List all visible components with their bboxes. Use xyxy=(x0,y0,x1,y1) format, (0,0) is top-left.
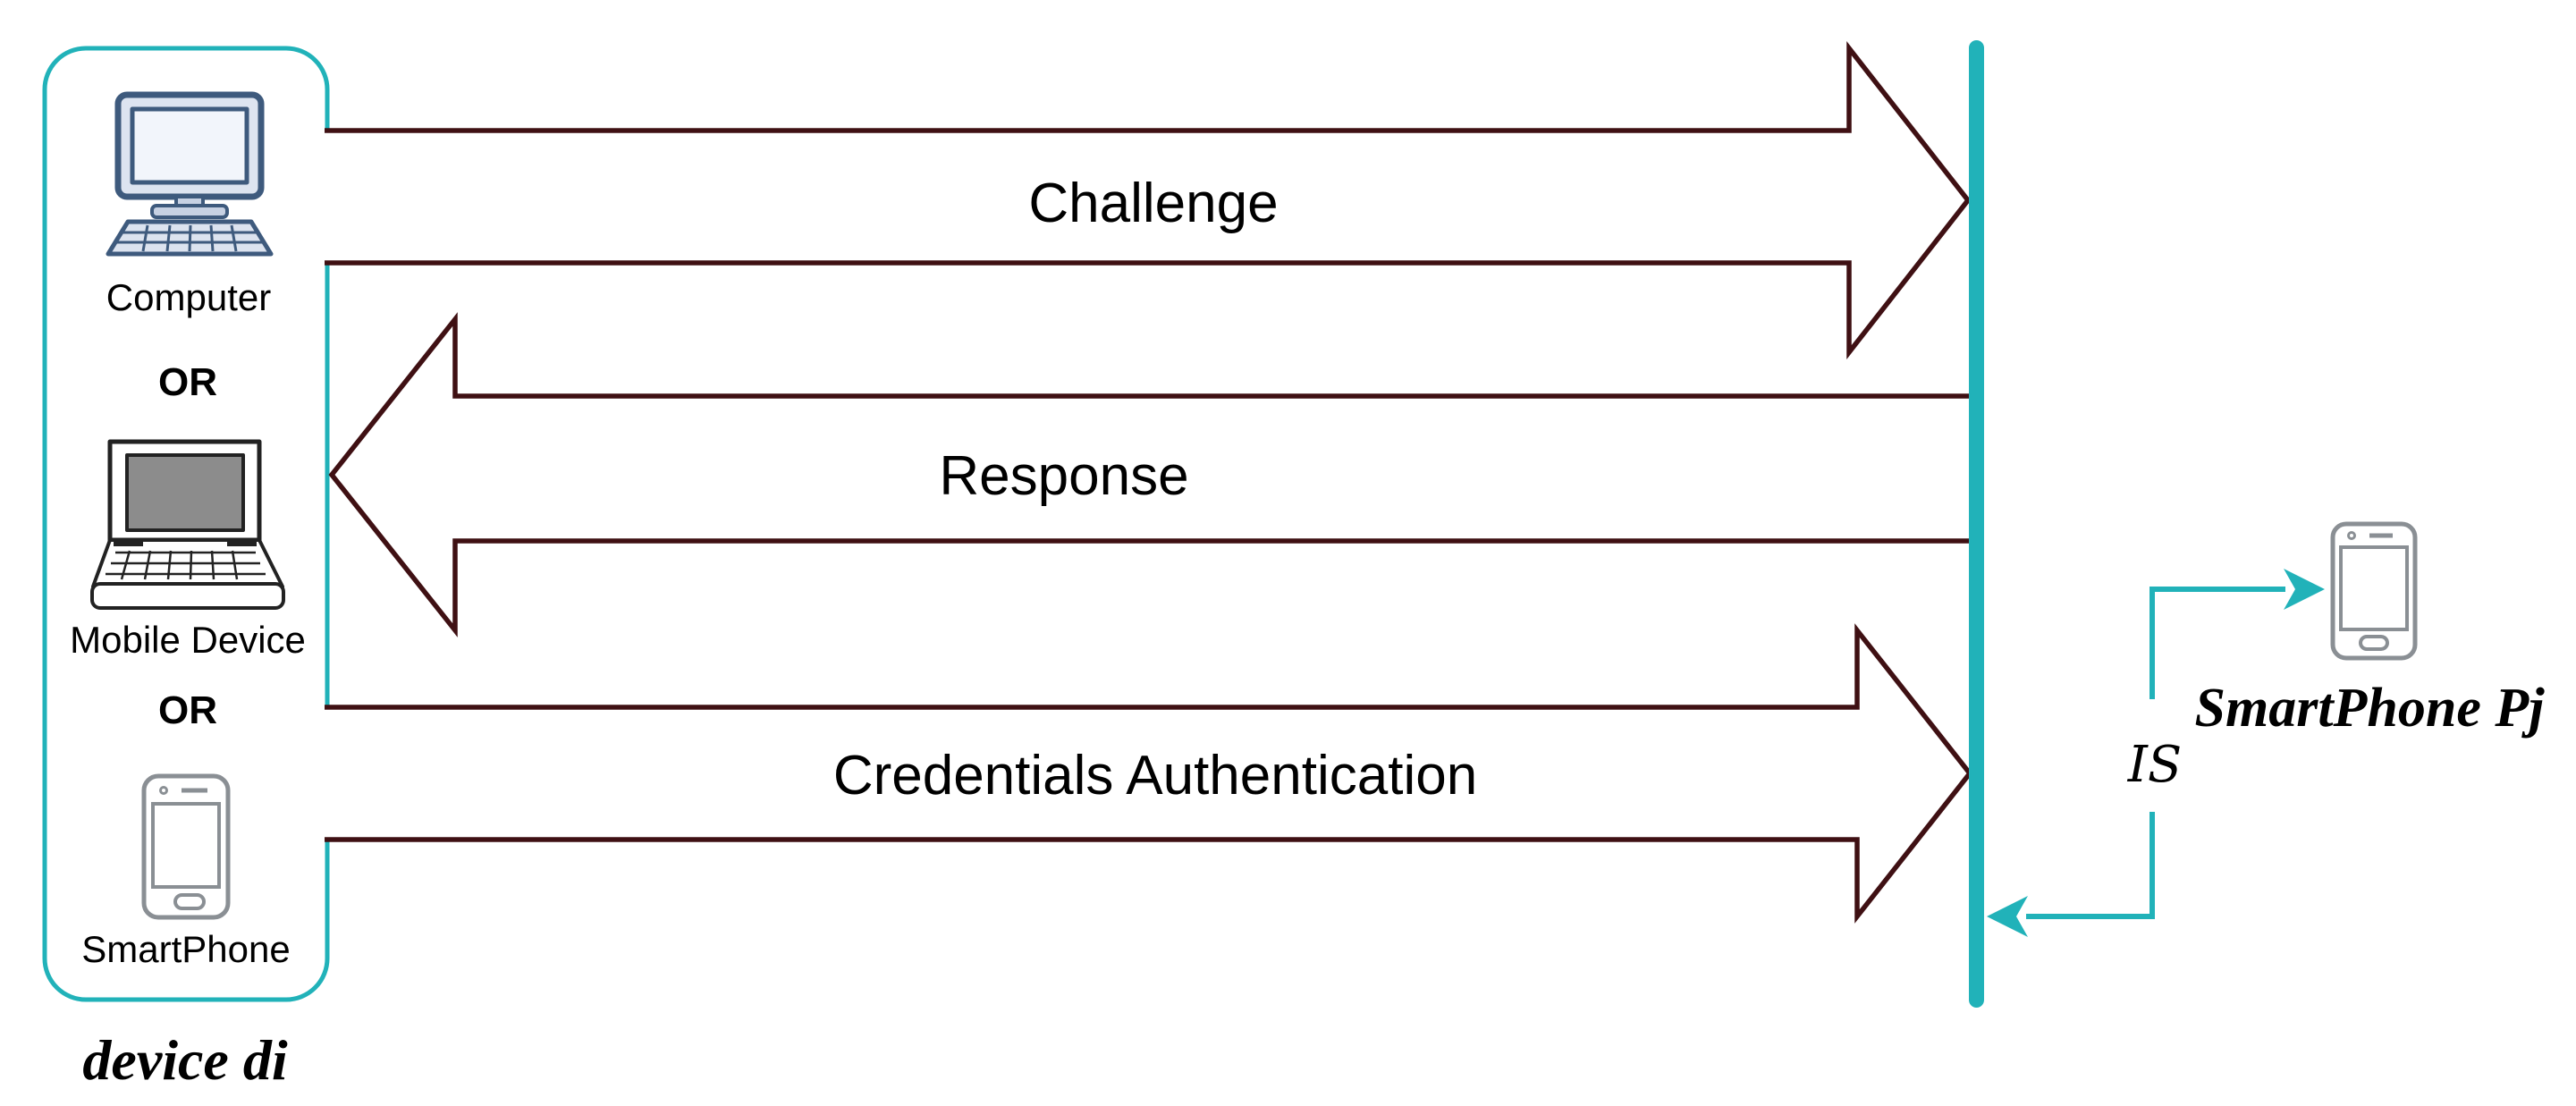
identity-server-bar xyxy=(1969,40,1984,1008)
mobile-device-label: Mobile Device xyxy=(70,619,306,661)
desktop-computer-icon xyxy=(106,91,274,257)
arrowhead-right-icon xyxy=(2284,569,2325,610)
credentials-authentication-arrow-label: Credentials Authentication xyxy=(832,745,1478,806)
arrowhead-left-icon xyxy=(1987,896,2028,937)
is-to-smartphone-connector xyxy=(1987,569,2325,937)
smartphone-pj-label: SmartPhone Pj xyxy=(2194,678,2545,739)
challenge-arrow-label: Challenge xyxy=(1028,173,1279,234)
device-group-caption: device di xyxy=(82,1028,288,1092)
laptop-icon xyxy=(90,439,285,610)
response-arrow-label: Response xyxy=(939,445,1189,507)
smartphone-pj-icon xyxy=(2330,521,2418,661)
connector-lower-elbow xyxy=(2026,812,2155,919)
response-arrow xyxy=(328,312,1969,637)
or-separator-2: OR xyxy=(158,688,217,732)
challenge-arrow xyxy=(325,41,1972,359)
computer-label: Computer xyxy=(106,276,272,318)
smartphone-icon xyxy=(141,773,231,920)
connector-upper-elbow xyxy=(2149,587,2285,699)
smartphone-label: SmartPhone xyxy=(81,928,291,970)
or-separator-1: OR xyxy=(158,360,217,404)
identity-server-label: IS xyxy=(2127,736,2183,794)
